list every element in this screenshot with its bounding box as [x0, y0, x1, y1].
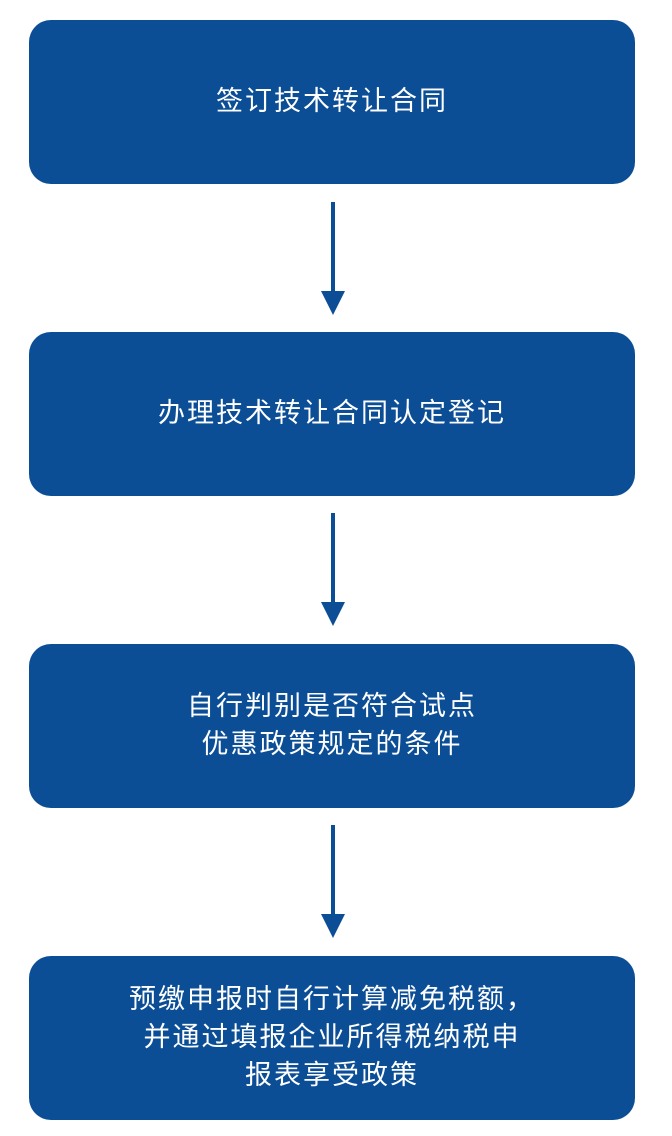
step-3-box: 自行判别是否符合试点 优惠政策规定的条件: [29, 644, 635, 808]
step-3-line-1: 自行判别是否符合试点: [187, 691, 477, 722]
step-2-box: 办理技术转让合同认定登记: [29, 332, 635, 496]
step-1-text: 签订技术转让合同: [216, 86, 448, 117]
arrow-down-icon: [321, 825, 345, 938]
step-4-line-2: 并通过填报企业所得税纳税申: [143, 1022, 521, 1053]
step-4-line-1: 预缴申报时自行计算减免税额，: [129, 984, 535, 1015]
step-4-line-3: 报表享受政策: [245, 1060, 419, 1091]
step-3-line-2: 优惠政策规定的条件: [201, 729, 463, 760]
step-2-text: 办理技术转让合同认定登记: [158, 398, 506, 429]
arrow-down-icon: [321, 202, 345, 315]
arrow-down-icon: [321, 513, 345, 626]
step-4-box: 预缴申报时自行计算减免税额， 并通过填报企业所得税纳税申 报表享受政策: [29, 956, 635, 1120]
step-1-box: 签订技术转让合同: [29, 20, 635, 184]
